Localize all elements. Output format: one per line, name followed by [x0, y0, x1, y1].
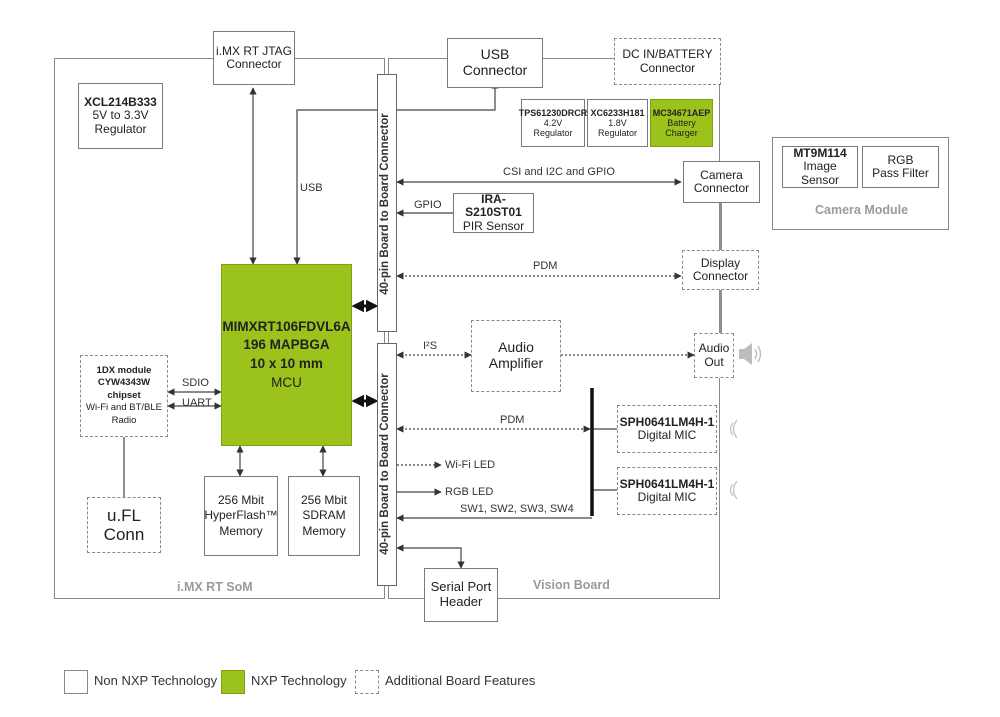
pdm-mic-label: PDM [500, 414, 525, 426]
rgb-led-label: RGB LED [445, 486, 494, 498]
switches-label: SW1, SW2, SW3, SW4 [460, 503, 574, 515]
display-connector: Display Connector [682, 250, 759, 290]
b2b-connector-lower [377, 343, 397, 586]
mc34671aep-battery-charger: MC34671AEP Battery Charger [650, 99, 713, 147]
usb-connector: USB Connector [447, 38, 543, 88]
serial-port-header: Serial Port Header [424, 568, 498, 622]
audio-out: Audio Out [694, 333, 734, 378]
speaker-icon [739, 343, 762, 365]
b2b-connector-upper [377, 74, 397, 332]
pdm-display-label: PDM [533, 260, 558, 272]
wifi-bt-module: 1DX module CYW4343W chipset Wi-Fi and BT… [80, 355, 168, 437]
ira-s210st01-pir-sensor: IRA-S210ST01 PIR Sensor [453, 192, 534, 233]
i2s-signal-label: I²S [423, 340, 438, 352]
wifi-led-label: Wi-Fi LED [445, 459, 496, 471]
legend-swatch-nxp [221, 670, 245, 694]
hyperflash-memory: 256 Mbit HyperFlash™ Memory [204, 476, 278, 556]
digital-mic-2: SPH0641LM4H-1 Digital MIC [617, 467, 717, 515]
gpio-signal-label: GPIO [414, 199, 442, 211]
som-label: i.MX RT SoM [177, 580, 253, 594]
audio-amplifier: Audio Amplifier [471, 320, 561, 392]
dc-in-battery-connector: DC IN/BATTERY Connector [614, 38, 721, 85]
legend-label-additional: Additional Board Features [385, 673, 536, 688]
sdram-memory: 256 Mbit SDRAM Memory [288, 476, 360, 556]
camera-module-label: Camera Module [815, 203, 909, 217]
legend-swatch-non-nxp [64, 670, 88, 694]
sdio-signal-label: SDIO [182, 377, 209, 389]
b2b-connector-upper-label: 40-pin Board to Board Connector [379, 113, 391, 295]
digital-mic-1: SPH0641LM4H-1 Digital MIC [617, 405, 717, 453]
mcu-mimxrt106fdvl6a: MIMXRT106FDVL6A 196 MAPBGA 10 x 10 mm MC… [221, 264, 352, 446]
jtag-connector: i.MX RT JTAG Connector [213, 31, 295, 85]
mic-wave-icon [729, 419, 738, 500]
tps61230drcr-regulator: TPS61230DRCR 4.2V Regulator [519, 99, 587, 147]
b2b-connector-lower-label: 40-pin Board to Board Connector [379, 373, 391, 555]
camera-module-region [772, 137, 949, 230]
legend-label-nxp: NXP Technology [251, 673, 347, 688]
legend-swatch-additional [355, 670, 379, 694]
mt9m114-image-sensor: MT9M114 Image Sensor [782, 146, 858, 188]
xcl214b333-regulator: XCL214B333 5V to 3.3V Regulator [78, 83, 163, 149]
legend-label-non-nxp: Non NXP Technology [94, 673, 218, 688]
usb-signal-label: USB [300, 182, 323, 194]
uart-signal-label: UART [182, 397, 212, 409]
camera-connector: Camera Connector [683, 161, 760, 203]
vision-board-label: Vision Board [533, 578, 610, 592]
xc6233h181-regulator: XC6233H181 1.8V Regulator [587, 99, 648, 147]
rgb-pass-filter: RGB Pass Filter [862, 146, 939, 188]
csi-i2c-gpio-label: CSI and I2C and GPIO [503, 166, 615, 178]
ufl-connector: u.FL Conn [87, 497, 161, 553]
